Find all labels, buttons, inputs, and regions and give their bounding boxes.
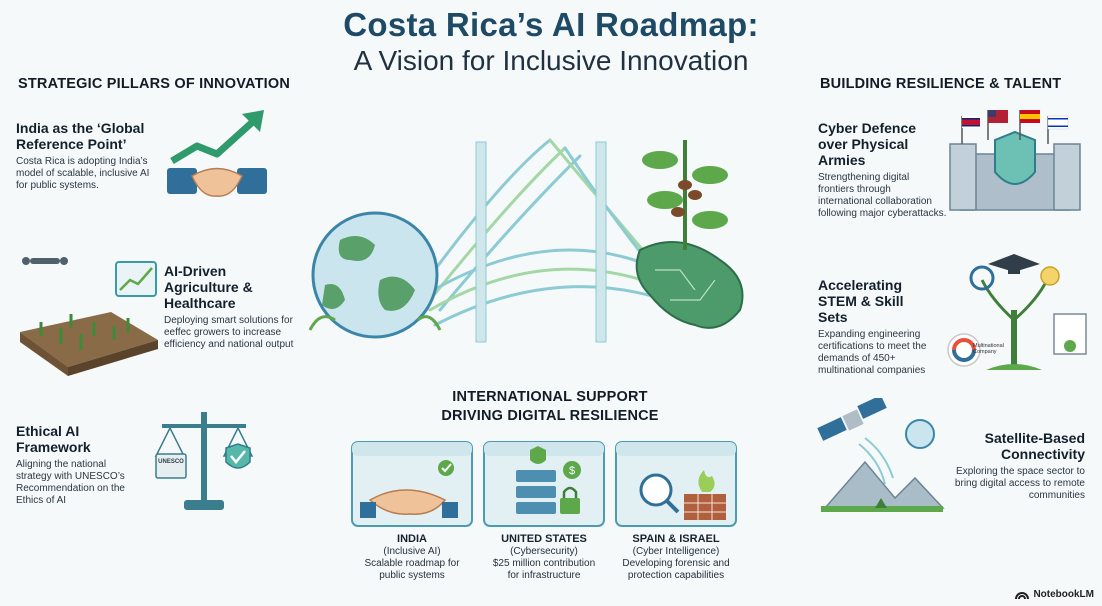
card-spain-israel-desc-line1: Developing forensic and xyxy=(622,558,730,569)
right-item-3: Satellite-Based Connectivity Exploring t… xyxy=(945,430,1085,502)
right-item-2-desc: Expanding engineering certifications to … xyxy=(818,329,927,376)
card-united-states: $ UNITED STATES (Cybersecurity) $25 mill… xyxy=(482,440,606,582)
card-us-desc-line1: $25 million contribution xyxy=(492,558,596,569)
right-item-1: Cyber Defence over Physical Armies Stren… xyxy=(818,120,948,220)
left-item-1-title: India as the ‘Global Reference Point’ xyxy=(16,120,145,152)
right-item-2: Accelerating STEM & Skill Sets Expanding… xyxy=(818,277,936,377)
multinational-company-badge-label: Multinational Company xyxy=(973,343,1004,355)
brand-badge: NotebookLM xyxy=(1015,589,1094,600)
card-us-sub: (Cybersecurity) xyxy=(510,546,578,557)
stem-skills-tree-icon xyxy=(947,254,1087,370)
right-item-3-desc: Exploring the space sector to bring digi… xyxy=(954,466,1085,501)
center-section-heading: INTERNATIONAL SUPPORT DRIVING DIGITAL RE… xyxy=(380,388,720,426)
card-us-desc-line2: for infrastructure xyxy=(507,570,581,581)
svg-text:$: $ xyxy=(569,465,575,477)
left-item-1-desc: Costa Rica is adopting India’s model of … xyxy=(16,156,150,191)
right-item-1-desc: Strengthening digital frontiers through … xyxy=(818,172,947,219)
unesco-label: UNESCO xyxy=(158,459,184,465)
center-heading-line1: INTERNATIONAL SUPPORT xyxy=(452,389,648,405)
card-spain-israel: SPAIN & ISRAEL (Cyber Intelligence) Deve… xyxy=(614,440,738,582)
left-item-3-desc: Aligning the national strategy with UNES… xyxy=(16,459,125,506)
left-section-heading: STRATEGIC PILLARS OF INNOVATION xyxy=(18,76,291,92)
right-item-1-title: Cyber Defence over Physical Armies xyxy=(818,120,917,168)
satellite-mountains-icon xyxy=(817,398,945,512)
balance-scale-icon xyxy=(154,412,254,510)
page-title: Costa Rica’s AI Roadmap: xyxy=(343,6,759,43)
right-item-2-title: Accelerating STEM & Skill Sets xyxy=(818,277,904,325)
card-india-title: INDIA xyxy=(397,533,427,545)
card-us-title: UNITED STATES xyxy=(501,533,587,545)
cyber-castle-flags-icon xyxy=(949,110,1081,211)
card-india-sub: (Inclusive AI) xyxy=(383,546,441,557)
center-heading-line2: DRIVING DIGITAL RESILIENCE xyxy=(441,408,659,424)
left-item-3-title: Ethical AI Framework xyxy=(16,423,91,455)
handshake-growth-icon xyxy=(167,110,267,197)
right-section-heading: BUILDING RESILIENCE & TALENT xyxy=(820,76,1062,92)
smart-farm-icon xyxy=(20,257,158,376)
card-spain-israel-title: SPAIN & ISRAEL xyxy=(632,533,720,545)
card-spain-israel-desc-line2: protection capabilities xyxy=(627,570,725,581)
right-item-3-title: Satellite-Based Connectivity xyxy=(984,430,1085,462)
india-handshake-panel-icon xyxy=(351,441,473,527)
card-spain-israel-sub: (Cyber Intelligence) xyxy=(632,546,720,557)
server-lock-panel-icon: $ xyxy=(483,441,605,527)
left-item-2-desc: Deploying smart solutions for eeffec gro… xyxy=(164,315,294,350)
left-item-2-title: AI-Driven Agriculture & Healthcare xyxy=(164,263,253,311)
card-india: INDIA (Inclusive AI) Scalable roadmap fo… xyxy=(350,440,474,582)
left-item-2: AI-Driven Agriculture & Healthcare Deplo… xyxy=(164,263,294,351)
brand-label: NotebookLM xyxy=(1033,589,1094,600)
left-item-3: Ethical AI Framework Aligning the nation… xyxy=(16,423,136,507)
left-item-1: India as the ‘Global Reference Point’ Co… xyxy=(16,120,151,192)
bridge-globe-costa-rica-illustration xyxy=(308,138,744,343)
forensic-firewall-panel-icon xyxy=(615,441,737,527)
card-india-desc-line1: Scalable roadmap for xyxy=(364,558,460,569)
notebooklm-logo-icon xyxy=(1015,591,1030,599)
page-subtitle: A Vision for Inclusive Innovation xyxy=(353,45,749,76)
card-india-desc-line2: public systems xyxy=(379,570,445,581)
